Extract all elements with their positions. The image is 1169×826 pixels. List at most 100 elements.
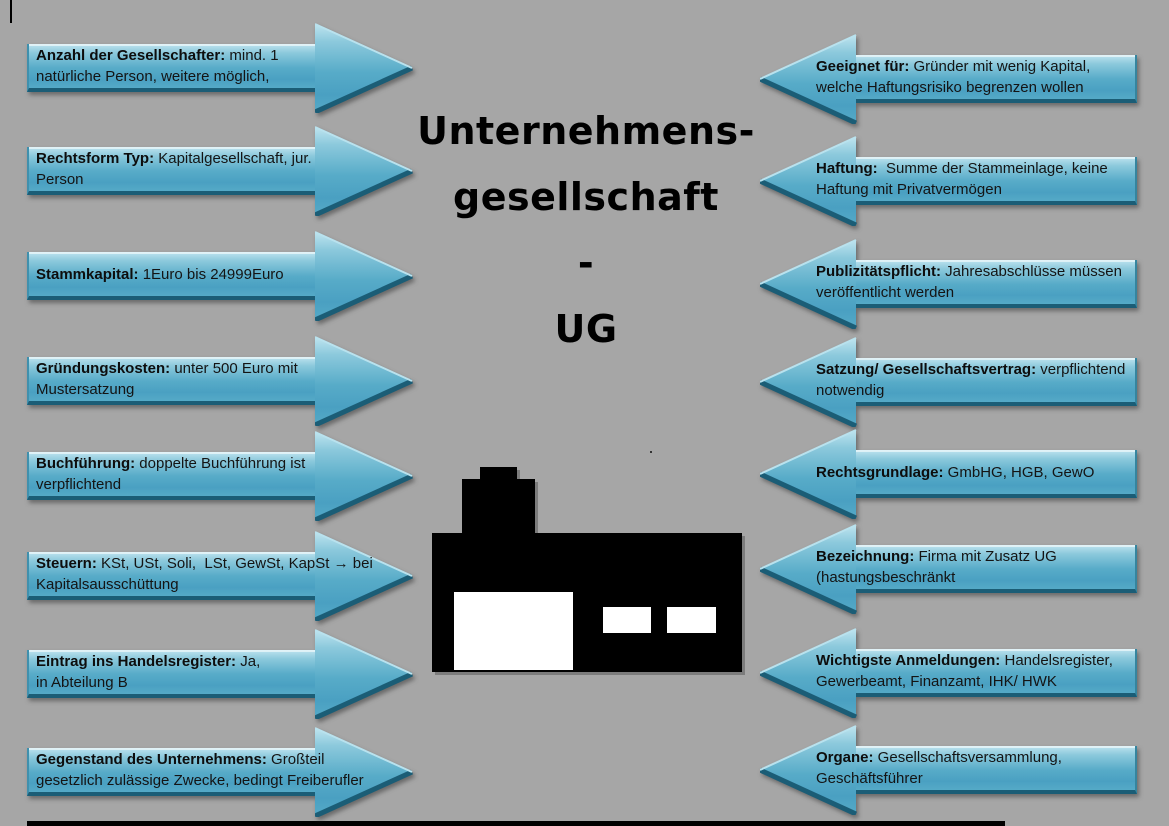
page-title: Unternehmens- gesellschaft - UG	[406, 98, 766, 362]
page-edge-mark	[10, 0, 12, 23]
arrow-desc: Handelsregister, Gewerbeamt, Finanzamt, …	[816, 652, 1113, 690]
arrow-text: Geeignet für: Gründer mit wenig Kapital,…	[816, 55, 1141, 99]
arrow-desc: doppelte Buchführung ist verpflichtend	[36, 455, 306, 493]
arrow-body	[27, 552, 317, 600]
arrow-body	[852, 746, 1137, 794]
arrow-desc: Jahresabschlüsse müssen veröffentlicht w…	[816, 263, 1122, 301]
block-arrow-left-icon	[760, 524, 858, 614]
arrow-desc: verpflichtend notwendig	[816, 361, 1126, 399]
title-line-4: UG	[554, 307, 618, 351]
arrow-body	[852, 358, 1137, 406]
arrow-label: Rechtsgrundlage:	[816, 463, 944, 481]
arrow-desc: Firma mit Zusatz UG (hastungsbeschränkt	[816, 548, 1057, 586]
arrow-body	[27, 252, 317, 300]
arrow-body	[27, 44, 317, 92]
block-arrow-right-icon	[315, 336, 414, 426]
arrow-text: Satzung/ Gesellschaftsvertrag: verpflich…	[816, 358, 1141, 402]
arrow-label: Eintrag ins Handelsregister:	[36, 653, 237, 670]
arrow-steuern: Steuern: KSt, USt, Soli, LSt, GewSt, Kap…	[27, 531, 414, 621]
arrow-gegenstand-unternehmen: Gegenstand des Unternehmens: Großteil ge…	[27, 727, 414, 817]
block-arrow-right-icon	[315, 629, 414, 719]
arrow-text: Bezeichnung: Firma mit Zusatz UG (hastun…	[816, 545, 1141, 589]
arrow-desc: Ja, in Abteilung B	[36, 653, 261, 691]
arrow-text: Wichtigste Anmeldungen: Handelsregister,…	[816, 649, 1141, 693]
block-arrow-left-icon	[760, 34, 858, 124]
arrow-stammkapital: Stammkapital: 1Euro bis 24999Euro	[27, 231, 414, 321]
arrow-text: Anzahl der Gesellschafter: mind. 1 natür…	[36, 44, 418, 88]
block-arrow-left-icon	[760, 725, 858, 815]
block-arrow-right-icon	[315, 431, 414, 521]
arrow-desc: GmbHG, HGB, GewO	[943, 463, 1095, 481]
arrow-label: Steuern:	[36, 555, 97, 572]
block-arrow-left-icon	[760, 628, 858, 718]
block-arrow-left-icon	[760, 337, 858, 427]
page-bottom-line	[27, 821, 1005, 826]
arrow-text: Rechtsgrundlage: GmbHG, HGB, GewO	[816, 450, 1141, 494]
arrow-body	[27, 650, 317, 698]
arrow-label: Publizitätspflicht:	[816, 263, 941, 280]
block-arrow-left-icon	[760, 136, 858, 226]
arrow-text: Stammkapital: 1Euro bis 24999Euro	[36, 252, 418, 296]
arrow-desc: unter 500 Euro mit Mustersatzung	[36, 360, 298, 398]
door-shape	[454, 592, 573, 670]
title-line-3: -	[577, 241, 595, 285]
arrow-rechtsform-typ: Rechtsform Typ: Kapitalgesellschaft, jur…	[27, 126, 414, 216]
arrow-organe: Organe: Gesellschaftsversammlung, Geschä…	[760, 725, 1137, 815]
title-line-1: Unternehmens-	[417, 109, 755, 153]
dot-artifact	[650, 451, 652, 453]
arrow-body	[852, 450, 1137, 498]
arrow-text: Organe: Gesellschaftsversammlung, Geschä…	[816, 746, 1141, 790]
arrow-buchfuehrung: Buchführung: doppelte Buchführung ist ve…	[27, 431, 414, 521]
arrow-desc: KSt, USt, Soli, LSt, GewSt, KapSt → bei …	[36, 555, 373, 593]
arrow-text: Rechtsform Typ: Kapitalgesellschaft, jur…	[36, 147, 418, 191]
arrow-label: Satzung/ Gesellschaftsvertrag:	[816, 361, 1037, 378]
arrow-body	[27, 452, 317, 500]
arrow-handelsregister: Eintrag ins Handelsregister: Ja, in Abte…	[27, 629, 414, 719]
arrow-satzung-gesellschaftsvertrag: Satzung/ Gesellschaftsvertrag: verpflich…	[760, 337, 1137, 427]
arrow-body	[852, 545, 1137, 593]
arrow-label: Buchführung:	[36, 455, 136, 472]
arrow-text: Publizitätspflicht: Jahresabschlüsse müs…	[816, 260, 1141, 304]
arrow-publizitaetspflicht: Publizitätspflicht: Jahresabschlüsse müs…	[760, 239, 1137, 329]
arrow-body	[852, 649, 1137, 697]
arrow-label: Rechtsform Typ:	[36, 150, 155, 167]
block-arrow-right-icon	[315, 126, 414, 216]
arrow-label: Stammkapital:	[36, 265, 139, 283]
block-arrow-right-icon	[315, 531, 414, 621]
arrow-haftung: Haftung: Summe der Stammeinlage, keine H…	[760, 136, 1137, 226]
arrow-body	[852, 260, 1137, 308]
arrow-label: Wichtigste Anmeldungen:	[816, 652, 1001, 669]
arrow-label: Gegenstand des Unternehmens:	[36, 751, 267, 768]
arrow-text: Eintrag ins Handelsregister: Ja, in Abte…	[36, 650, 418, 694]
arrow-label: Organe:	[816, 749, 874, 766]
arrow-desc: 1Euro bis 24999Euro	[138, 265, 284, 283]
arrow-anzahl-gesellschafter: Anzahl der Gesellschafter: mind. 1 natür…	[27, 23, 414, 113]
arrow-rechtsgrundlage: Rechtsgrundlage: GmbHG, HGB, GewO	[760, 429, 1137, 519]
block-arrow-left-icon	[760, 429, 858, 519]
arrow-desc: Kapitalgesellschaft, jur. Person	[36, 150, 312, 188]
arrow-body	[27, 748, 317, 796]
arrow-body	[27, 357, 317, 405]
arrow-text: Steuern: KSt, USt, Soli, LSt, GewSt, Kap…	[36, 552, 418, 596]
arrow-body	[27, 147, 317, 195]
window-shape	[667, 607, 716, 633]
arrow-body	[852, 55, 1137, 103]
arrow-desc: Summe der Stammeinlage, keine Haftung mi…	[816, 160, 1108, 198]
arrow-bezeichnung: Bezeichnung: Firma mit Zusatz UG (hastun…	[760, 524, 1137, 614]
arrow-label: Gründungskosten:	[36, 360, 171, 377]
arrow-gruendungskosten: Gründungskosten: unter 500 Euro mit Must…	[27, 336, 414, 426]
arrow-desc: Gründer mit wenig Kapital, welche Haftun…	[816, 58, 1091, 96]
arrow-label: Haftung:	[816, 160, 878, 177]
window-shape	[603, 607, 651, 633]
block-arrow-right-icon	[315, 727, 414, 817]
arrow-text: Gegenstand des Unternehmens: Großteil ge…	[36, 748, 418, 792]
block-arrow-right-icon	[315, 231, 414, 321]
arrow-label: Anzahl der Gesellschafter:	[36, 47, 226, 64]
arrow-text: Haftung: Summe der Stammeinlage, keine H…	[816, 157, 1141, 201]
arrow-desc: Gesellschaftsversammlung, Geschäftsführe…	[816, 749, 1062, 787]
arrow-label: Geeignet für:	[816, 58, 910, 75]
arrow-desc: mind. 1 natürliche Person, weitere mögli…	[36, 47, 279, 85]
arrow-text: Gründungskosten: unter 500 Euro mit Must…	[36, 357, 418, 401]
title-line-2: gesellschaft	[453, 175, 719, 219]
arrow-desc: Großteil gesetzlich zulässige Zwecke, be…	[36, 751, 364, 789]
